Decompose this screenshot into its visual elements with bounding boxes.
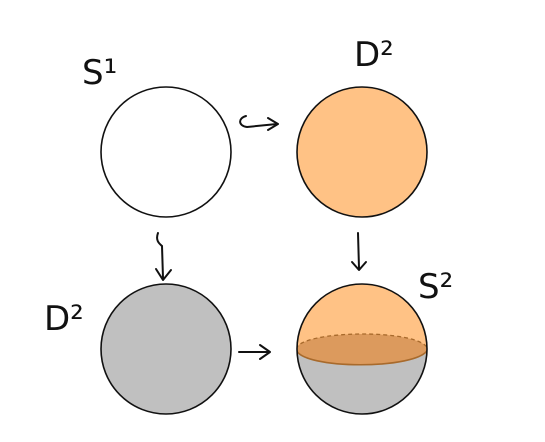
sphere-equator-disk — [297, 334, 427, 365]
label-s2: S² — [418, 267, 453, 307]
arrow-d2-gray-to-s2 — [238, 344, 271, 360]
circle-s1 — [100, 86, 232, 218]
disk-d2-gray — [100, 283, 232, 415]
arrow-d2-to-s2 — [351, 232, 367, 271]
disk-d2-orange — [296, 86, 428, 218]
sphere-outline — [296, 283, 428, 415]
arrow-s1-to-d2-gray — [155, 232, 172, 281]
sphere-s2 — [297, 284, 427, 414]
label-d2-bottom: D² — [44, 299, 84, 339]
arrow-s1-to-d2 — [239, 115, 279, 131]
sphere-equator-back — [297, 333, 427, 350]
label-s1: S¹ — [82, 53, 117, 93]
label-d2-top: D² — [354, 35, 394, 75]
sphere-equator-front — [297, 348, 427, 366]
